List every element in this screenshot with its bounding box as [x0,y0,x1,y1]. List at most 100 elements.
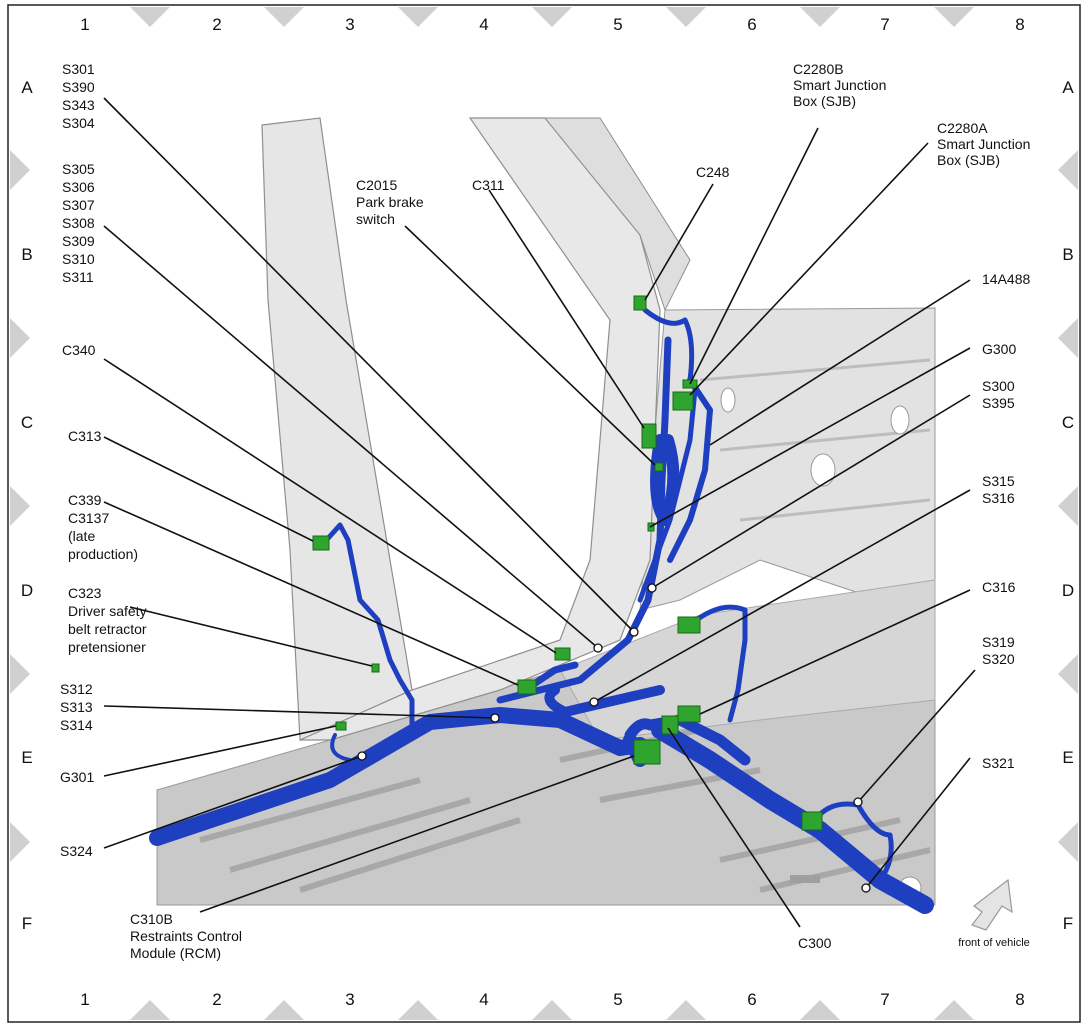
leader-c340 [103,358,557,654]
splice-s300 [647,583,657,593]
grid-row-label: D [21,581,33,600]
connector-c316-upper [677,616,701,634]
splice-s305 [593,643,603,653]
harness-loop [650,434,680,526]
s315-loop [544,685,665,717]
border-triangle [666,7,706,27]
border-triangle [934,7,974,27]
leader-c310b [199,755,635,913]
cab-wall-hole [810,453,836,487]
leader-c339 [103,501,519,686]
harness-to-sjb [667,377,713,563]
pillar-harness [319,522,415,738]
leader-c313 [103,436,314,542]
border-triangle [1058,822,1078,862]
callout-s315-group: S315 S316 [982,473,1019,506]
grid-col-label: 3 [345,990,354,1009]
callout-14a488: 14A488 [982,271,1030,287]
leader-c316 [699,589,971,715]
border-triangle [1058,318,1078,358]
grid-col-label: 8 [1015,15,1024,34]
cab-wall-details [699,358,931,522]
leader-s300 [651,394,971,589]
leader-g301 [103,725,337,777]
callout-s305-group: S305 S306 S307 S308 S309 S310 S311 [62,161,99,285]
callout-c2280a: C2280A Smart Junction Box (SJB) [937,120,1034,168]
grid-row-labels-left: A B C D E F [21,78,33,933]
grid-col-label: 5 [613,15,622,34]
callout-c313: C313 [68,428,102,444]
harness-to-c248 [642,307,695,383]
grid-column-labels-bottom: 1 2 3 4 5 6 7 8 [80,990,1024,1009]
border-triangle [264,7,304,27]
grid-row-label: A [21,78,33,97]
grid-row-label: C [1062,413,1074,432]
callout-c323: C323 Driver safety belt retractor preten… [68,585,150,655]
border-triangle [264,1000,304,1020]
border-triangle [10,486,30,526]
grid-row-label: B [1062,245,1073,264]
grid-col-label: 7 [880,15,889,34]
border-triangle [398,7,438,27]
grid-row-labels-right: A B C D E F [1062,78,1074,933]
connector-c300 [661,715,679,735]
connector-c313 [312,535,330,551]
grid-col-label: 3 [345,15,354,34]
callout-s324: S324 [60,843,93,859]
border-triangle [10,654,30,694]
leader-lines [103,97,976,928]
border-triangle [1058,486,1078,526]
leader-s324 [103,755,363,849]
border-triangle [10,150,30,190]
connector-g301 [335,721,347,731]
border-triangle [934,1000,974,1020]
splice-s319 [853,797,863,807]
vehicle-body [156,117,936,906]
callout-c316: C316 [982,579,1016,595]
leader-c300 [667,727,801,928]
border-triangle [532,7,572,27]
grid-col-label: 1 [80,15,89,34]
border-triangle [800,1000,840,1020]
main-harness-trunk [149,707,648,846]
border-triangle [10,318,30,358]
border-triangle [1058,654,1078,694]
upper-rail [543,117,691,312]
front-of-vehicle-label: front of vehicle [958,937,1030,949]
grid-row-label: B [21,245,32,264]
splice-s301 [629,627,639,637]
grid-col-label: 7 [880,990,889,1009]
grid-row-label: A [1062,78,1074,97]
border-triangle [130,1000,170,1020]
cab-wall-hole [890,405,910,435]
grid-col-label: 6 [747,990,756,1009]
callout-c248: C248 [696,164,730,180]
grid-row-label: F [1063,914,1073,933]
grid-col-label: 8 [1015,990,1024,1009]
grid-col-label: 6 [747,15,756,34]
callout-g300: G300 [982,341,1016,357]
leader-s301 [103,97,635,633]
callout-g301: G301 [60,769,94,785]
connector-c316 [677,705,701,723]
leader-c2015 [404,225,656,466]
leader-s319 [857,669,976,803]
callout-c311: C311 [472,177,505,193]
leader-c248 [644,183,714,301]
connector-c339 [517,679,537,695]
connector-s319 [801,811,823,831]
frame-border [7,4,1081,1023]
grid-row-label: C [21,413,33,432]
leader-s321 [865,757,971,889]
connector-c323 [371,663,380,673]
border-triangle [666,1000,706,1020]
callout-c310b: C310B Restraints Control Module (RCM) [130,911,246,961]
callout-c2280b: C2280B Smart Junction Box (SJB) [793,61,890,109]
callout-s312-group: S312 S313 S314 [60,681,97,733]
leader-14a488 [709,279,971,446]
connector-c2015 [654,462,664,472]
cab-wall-hole [720,387,736,413]
arrow-icon [971,878,1013,931]
border-triangle [532,1000,572,1020]
